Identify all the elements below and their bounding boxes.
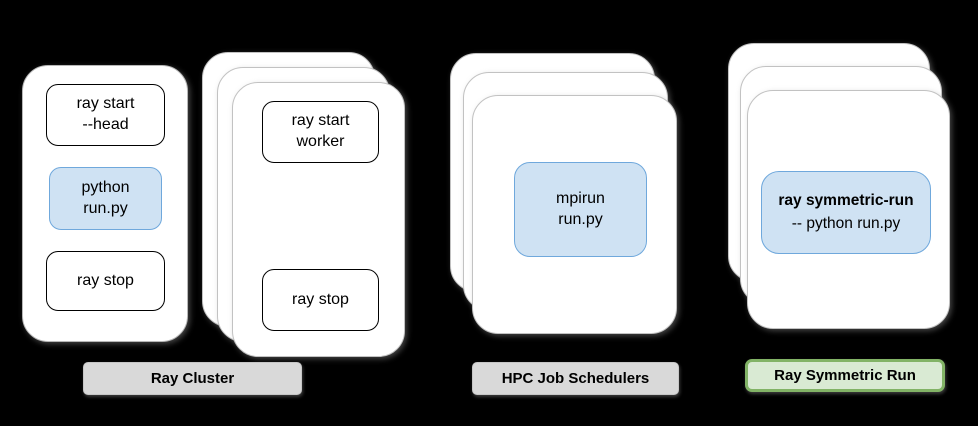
- hpc-job-schedulers-label: HPC Job Schedulers: [472, 362, 679, 395]
- symmetric-run-command-box: ray symmetric-run -- python run.py: [761, 171, 931, 254]
- command-line: ray stop: [292, 290, 349, 308]
- command-line: run.py: [83, 199, 128, 217]
- command-line: ray start: [291, 112, 350, 130]
- ray-symmetric-run-label: Ray Symmetric Run: [745, 359, 945, 392]
- worker-node-card-front: ray start worker ray stop: [232, 82, 405, 357]
- label-text: Ray Cluster: [150, 370, 235, 387]
- symmetric-run-card-front: ray symmetric-run -- python run.py: [747, 90, 950, 329]
- mpirun-command-box: mpirun run.py: [514, 162, 647, 257]
- command-line: ray stop: [77, 271, 134, 289]
- ray-start-head-command-box: ray start --head: [46, 84, 165, 146]
- ray-stop-command-box: ray stop: [46, 251, 165, 311]
- command-line: mpirun: [556, 189, 605, 207]
- command-line: python: [81, 178, 130, 196]
- ray-stop-command-box: ray stop: [262, 269, 379, 331]
- ray-cluster-label: Ray Cluster: [83, 362, 302, 395]
- command-line: worker: [296, 133, 345, 150]
- command-line: --head: [82, 116, 129, 133]
- label-text: Ray Symmetric Run: [774, 367, 916, 384]
- head-node-card: ray start --head python run.py ray stop: [22, 65, 188, 342]
- ray-start-worker-command-box: ray start worker: [262, 101, 379, 163]
- label-text: HPC Job Schedulers: [501, 370, 650, 387]
- command-line: -- python run.py: [791, 214, 901, 232]
- command-line: run.py: [558, 210, 603, 228]
- command-line: ray start: [76, 95, 135, 113]
- hpc-node-card-front: mpirun run.py: [472, 95, 677, 334]
- command-line: ray symmetric-run: [778, 192, 914, 210]
- python-run-command-box: python run.py: [49, 167, 162, 230]
